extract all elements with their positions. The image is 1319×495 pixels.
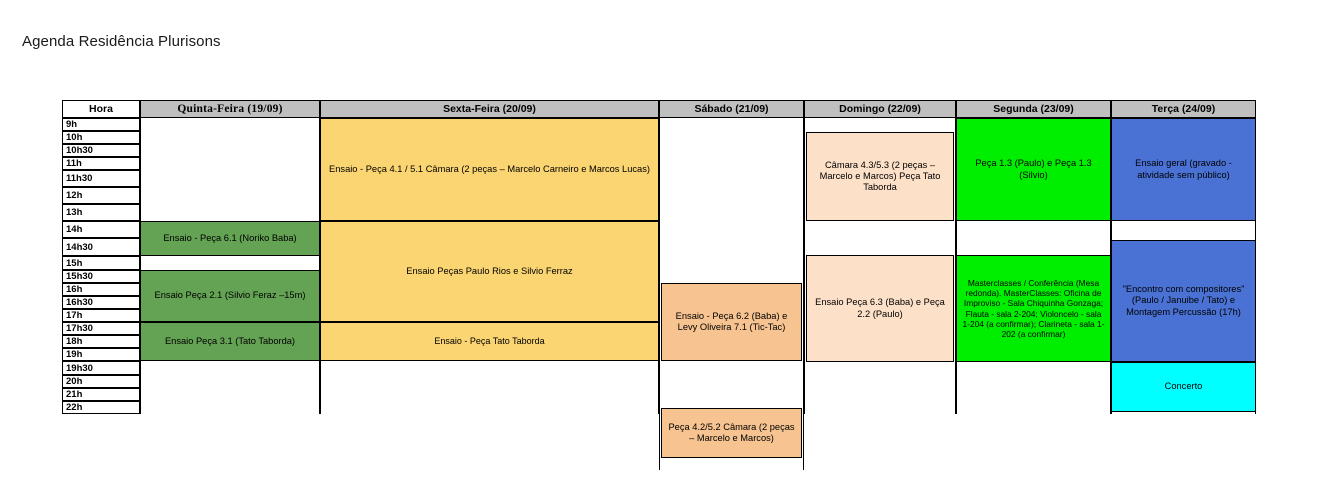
event-block-sexta-tato-taborda[interactable]: Ensaio - Peça Tato Taborda	[320, 322, 659, 361]
event-block-quinta-peca-31[interactable]: Ensaio Peça 3.1 (Tato Taborda)	[140, 322, 320, 361]
column-header-terca: Terça (24/09)	[1111, 100, 1256, 118]
time-row-14h30: 14h30	[62, 238, 140, 256]
event-text: Ensaio - Peça 6.1 (Noriko Baba)	[163, 232, 297, 243]
event-block-sexta-paulo-silvio[interactable]: Ensaio Peças Paulo Rios e Silvio Ferraz	[320, 221, 659, 322]
time-row-20h: 20h	[62, 375, 140, 388]
time-row-10h: 10h	[62, 131, 140, 144]
event-text: Ensaio - Peça Tato Taborda	[434, 336, 545, 347]
event-block-quinta-peca-21[interactable]: Ensaio Peça 2.1 (Silvio Feraz –15m)	[140, 270, 320, 322]
event-text: Peça 1.3 (Paulo) e Peça 1.3 (Silvio)	[975, 158, 1092, 180]
time-row-9h: 9h	[62, 118, 140, 131]
event-block-terca-concerto[interactable]: Concerto	[1111, 362, 1256, 412]
event-block-terca-encontro[interactable]: "Encontro com compositores" (Paulo / Jan…	[1111, 240, 1256, 362]
event-text: Peça 4.2/5.2 Câmara (2 peças – Marcelo e…	[668, 421, 795, 443]
column-header-sabado: Sábado (21/09)	[659, 100, 804, 118]
time-row-19h30: 19h30	[62, 361, 140, 375]
event-text: Ensaio geral (gravado - atividade sem pú…	[1135, 158, 1232, 180]
event-block-segunda-peca-13[interactable]: Peça 1.3 (Paulo) e Peça 1.3 (Silvio)	[956, 118, 1111, 221]
event-text: Ensaio Peça 2.1 (Silvio Feraz –15m)	[154, 290, 306, 301]
event-text: Masterclasses / Conferência (Mesa redond…	[962, 278, 1105, 339]
time-row-22h: 22h	[62, 401, 140, 414]
event-text: Ensaio Peças Paulo Rios e Silvio Ferraz	[406, 265, 573, 276]
event-block-segunda-masterclasses[interactable]: Masterclasses / Conferência (Mesa redond…	[956, 255, 1111, 362]
event-text: "Encontro com compositores" (Paulo / Jan…	[1122, 284, 1245, 317]
event-block-quinta-peca-61[interactable]: Ensaio - Peça 6.1 (Noriko Baba)	[140, 221, 320, 256]
event-text: Ensaio - Peça 4.1 / 5.1 Câmara (2 peças …	[329, 163, 650, 174]
event-block-sexta-camara-41-51[interactable]: Ensaio - Peça 4.1 / 5.1 Câmara (2 peças …	[320, 118, 659, 221]
column-header-quinta: Quinta-Feira (19/09)	[140, 100, 320, 118]
event-text: Câmara 4.3/5.3 (2 peças – Marcelo e Marc…	[819, 159, 941, 193]
column-header-hora: Hora	[62, 100, 140, 118]
column-header-sexta: Sexta-Feira (20/09)	[320, 100, 659, 118]
time-row-15h30: 15h30	[62, 270, 140, 283]
time-row-15h: 15h	[62, 256, 140, 270]
event-text: Ensaio - Peça 6.2 (Baba) e Levy Oliveira…	[675, 310, 788, 332]
column-header-domingo: Domingo (22/09)	[804, 100, 956, 118]
event-block-sabado-peca-42-52[interactable]: Peça 4.2/5.2 Câmara (2 peças – Marcelo e…	[661, 408, 802, 458]
event-block-terca-ensaio-geral[interactable]: Ensaio geral (gravado - atividade sem pú…	[1111, 118, 1256, 221]
time-row-16h30: 16h30	[62, 296, 140, 309]
time-row-19h: 19h	[62, 348, 140, 361]
event-text: Concerto	[1164, 381, 1203, 392]
time-row-11h: 11h	[62, 157, 140, 170]
time-row-21h: 21h	[62, 388, 140, 401]
time-row-18h: 18h	[62, 335, 140, 348]
column-header-segunda: Segunda (23/09)	[956, 100, 1111, 118]
time-row-17h30: 17h30	[62, 322, 140, 335]
time-row-11h30: 11h30	[62, 170, 140, 187]
day-column-quinta-background	[140, 118, 320, 414]
time-row-16h: 16h	[62, 283, 140, 296]
time-row-10h30: 10h30	[62, 144, 140, 157]
event-block-sabado-peca-62[interactable]: Ensaio - Peça 6.2 (Baba) e Levy Oliveira…	[661, 283, 802, 361]
event-text: Ensaio Peça 6.3 (Baba) e Peça 2.2 (Paulo…	[815, 297, 945, 319]
event-block-domingo-peca-63[interactable]: Ensaio Peça 6.3 (Baba) e Peça 2.2 (Paulo…	[806, 255, 954, 362]
time-row-12h: 12h	[62, 187, 140, 204]
time-row-13h: 13h	[62, 204, 140, 221]
event-block-domingo-camara-43-53[interactable]: Câmara 4.3/5.3 (2 peças – Marcelo e Marc…	[806, 132, 954, 221]
page-title: Agenda Residência Plurisons	[22, 33, 221, 50]
time-row-14h: 14h	[62, 221, 140, 238]
time-row-17h: 17h	[62, 309, 140, 322]
schedule-grid: Hora Quinta-Feira (19/09) Sexta-Feira (2…	[62, 100, 1256, 470]
event-text: Ensaio Peça 3.1 (Tato Taborda)	[164, 335, 296, 346]
